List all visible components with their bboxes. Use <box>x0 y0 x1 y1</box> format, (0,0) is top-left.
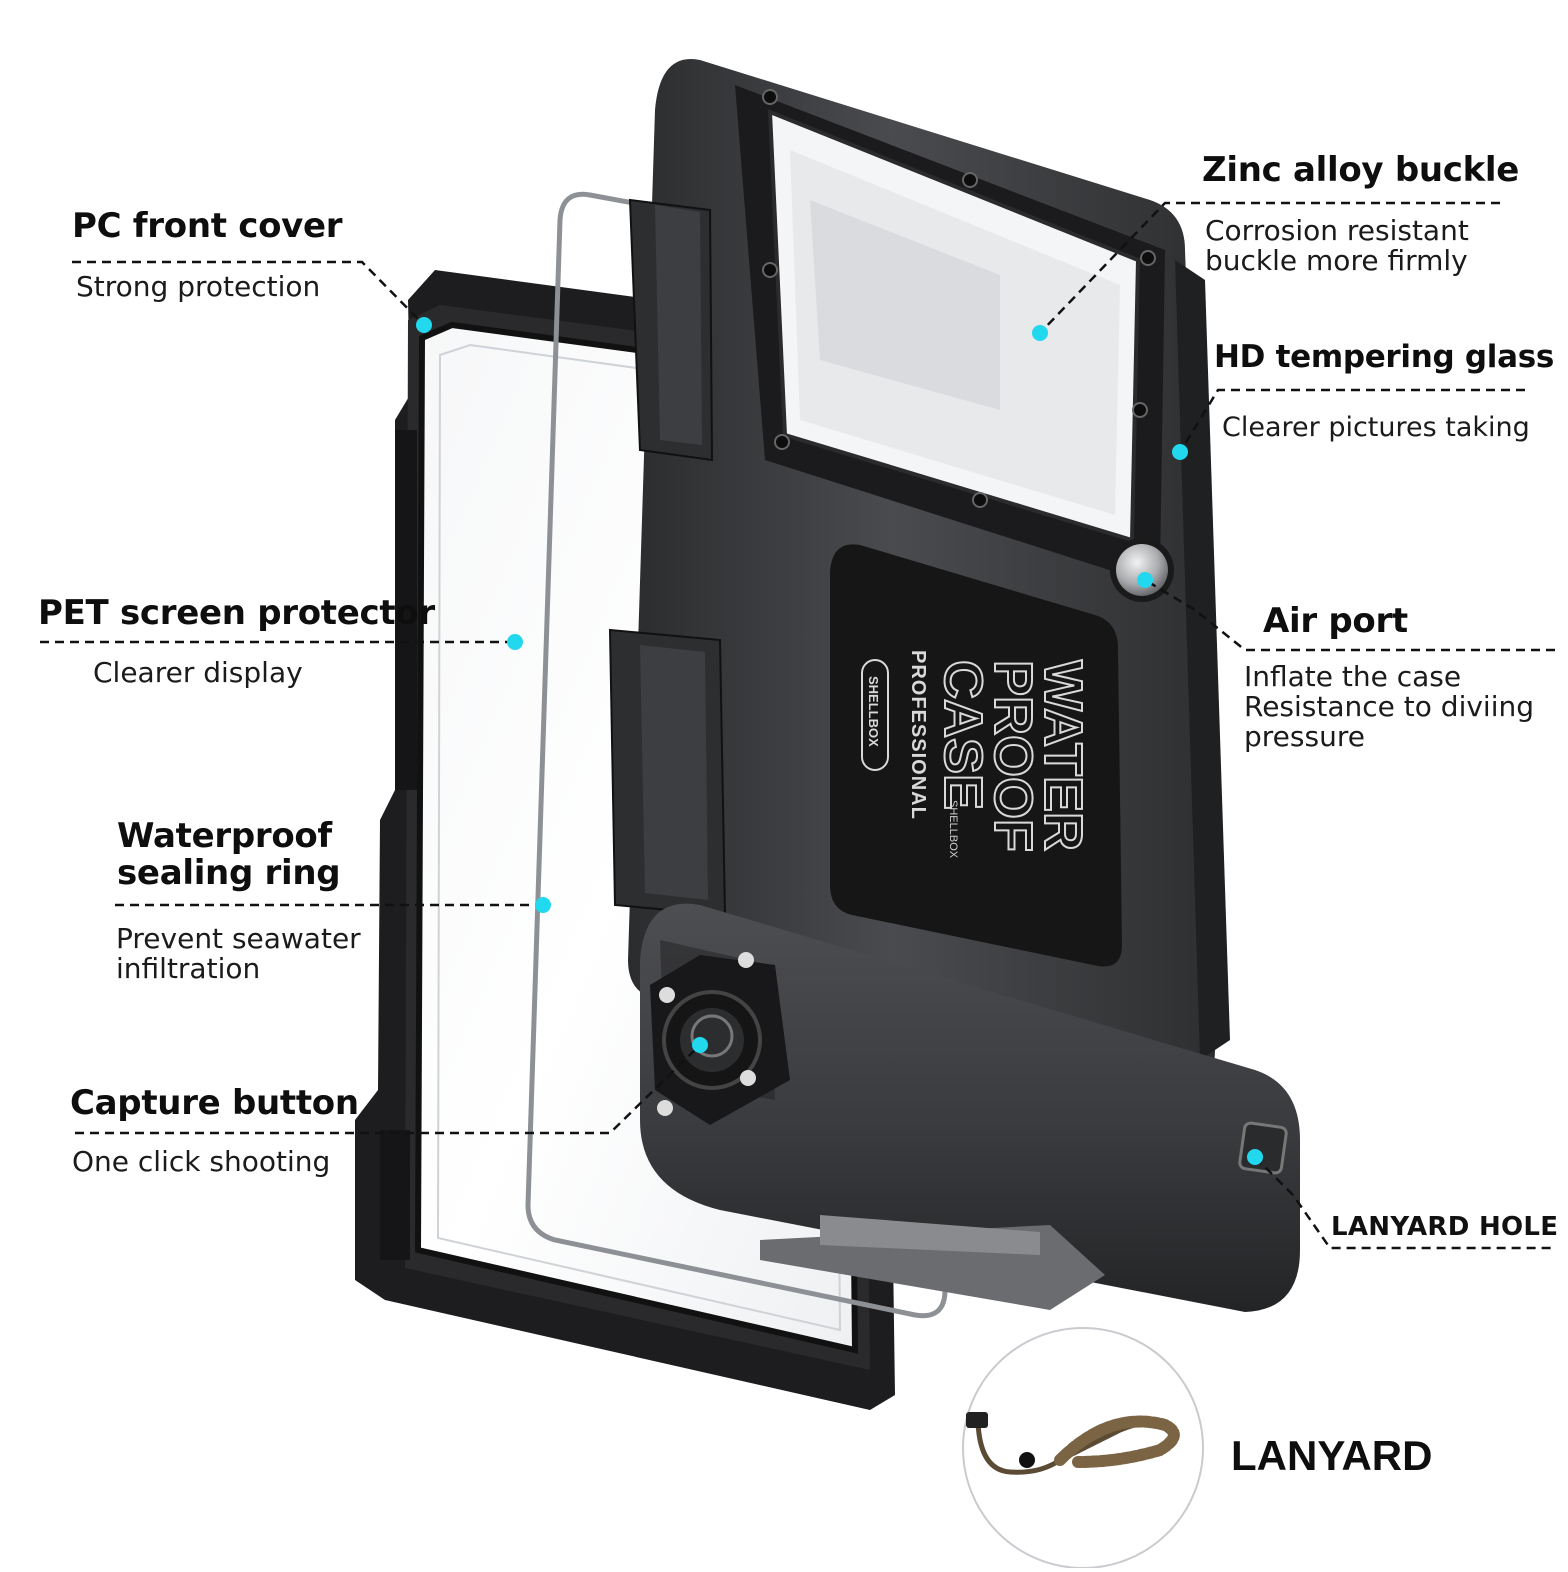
zinc-alloy-desc-line-1: Corrosion resistant <box>1205 214 1469 247</box>
pet-screen-protector-desc-line: Clearer display <box>93 656 303 689</box>
marker-capture-button <box>692 1037 708 1053</box>
lanyard-label: LANYARD <box>1231 1432 1433 1479</box>
air-port-desc-line-3: pressure <box>1244 720 1365 753</box>
zinc-alloy-buckle-title: Zinc alloy buckle <box>1202 150 1520 190</box>
case-body <box>608 59 1230 1091</box>
zinc-alloy-buckle-desc: Corrosion resistant buckle more firmly <box>1205 216 1469 276</box>
marker-lanyard-hole <box>1247 1149 1263 1165</box>
capture-button-assembly <box>650 952 790 1125</box>
marker-zinc-alloy <box>1032 325 1048 341</box>
pet-screen-protector-desc: Clearer display <box>93 658 303 688</box>
markers <box>416 317 1263 1165</box>
leader-air-port <box>1144 578 1555 652</box>
hd-tempering-glass-title: HD tempering glass <box>1214 339 1555 375</box>
label-headline-1: WATER <box>1033 660 1093 851</box>
marker-sealing-ring <box>535 897 551 913</box>
pet-screen-protector-title: PET screen protector <box>38 593 435 633</box>
marker-hd-glass <box>1172 444 1188 460</box>
capture-button-title: Capture button <box>70 1083 359 1123</box>
leader-lines <box>40 201 1555 1250</box>
capture-button-desc: One click shooting <box>72 1147 330 1177</box>
label-headline-2: PROOF <box>983 660 1043 852</box>
pc-front-cover-desc: Strong protection <box>76 272 320 302</box>
hd-tempering-glass-desc: Clearer pictures taking <box>1222 413 1530 443</box>
marker-air-port <box>1137 572 1153 588</box>
capture-button-desc-line: One click shooting <box>72 1145 331 1178</box>
zinc-alloy-desc-line-2: buckle more firmly <box>1205 244 1468 277</box>
label-subline: PROFESSIONAL <box>907 650 929 820</box>
sealing-ring-title-line-1: Waterproof <box>117 816 332 856</box>
waterproof-sealing-ring-desc: Prevent seawater infiltration <box>116 924 361 984</box>
sealing-ring-title-line-2: sealing ring <box>117 852 341 893</box>
leader-capture-button <box>75 1044 701 1135</box>
sealing-ring-desc-line-1: Prevent seawater <box>116 922 361 955</box>
label-brand: SHELLBOX <box>866 676 881 747</box>
lanyard-inset <box>962 1327 1204 1569</box>
leader-zinc-alloy <box>1039 201 1500 334</box>
leader-hd-glass <box>1178 388 1525 453</box>
air-port-title: Air port <box>1263 601 1408 641</box>
marker-pet-screen <box>507 634 523 650</box>
marker-pc-front-cover <box>416 317 432 333</box>
pc-front-cover-desc-line: Strong protection <box>76 270 321 303</box>
leader-pc-front-cover <box>72 260 425 326</box>
air-port-desc-line-2: Resistance to diviing <box>1244 690 1534 723</box>
leader-lanyard-hole <box>1254 1156 1555 1250</box>
hd-glass-desc-line: Clearer pictures taking <box>1222 412 1530 443</box>
label-headline-3: CASE <box>933 660 993 810</box>
pc-front-cover-title: PC front cover <box>72 206 343 246</box>
air-port-desc-line-1: Inflate the case <box>1244 660 1462 693</box>
air-port-desc: Inflate the case Resistance to diviing p… <box>1244 662 1534 752</box>
label-brand-small: SHELLBOX <box>947 800 959 859</box>
waterproof-sealing-ring-title: Waterproof sealing ring <box>117 816 341 893</box>
lanyard-hole-title: LANYARD HOLE <box>1331 1212 1559 1242</box>
sealing-ring-desc-line-2: infiltration <box>116 952 261 985</box>
case-label-print: WATER PROOF CASE SHELLBOX PROFESSIONAL S… <box>861 650 1094 859</box>
